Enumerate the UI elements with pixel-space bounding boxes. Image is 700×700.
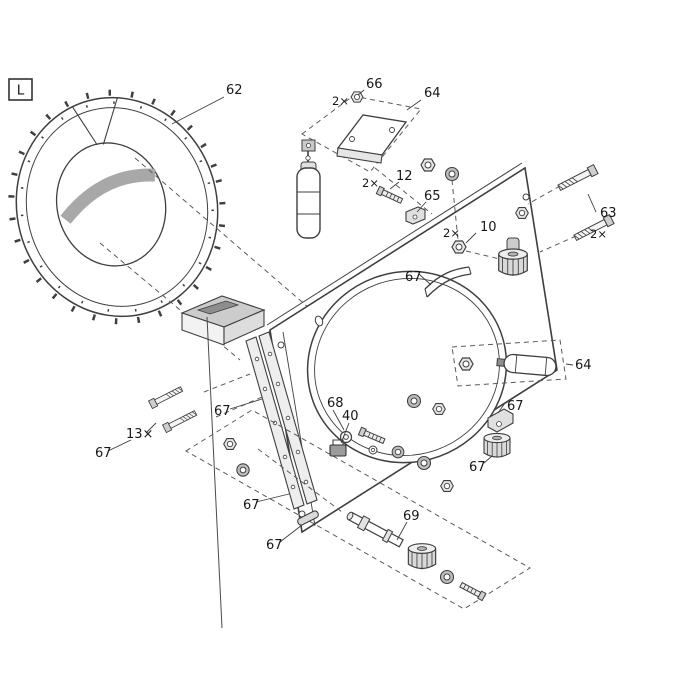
bolt-12-icon xyxy=(375,185,404,206)
dashed-box-shaft-assembly xyxy=(185,409,531,610)
nut-icon xyxy=(440,480,454,492)
washer-icon xyxy=(444,166,460,182)
washer-icon xyxy=(406,393,422,409)
cover-plate-64 xyxy=(336,114,408,164)
label-66-qty: 2× xyxy=(332,94,349,108)
label-67-rail2: 67 xyxy=(243,498,260,513)
label-13x-qty: 13× xyxy=(126,427,153,442)
label-64-right: 64 xyxy=(575,358,592,373)
label-12: 12 xyxy=(396,169,413,184)
part-labels: 62 66 2× 64 12 2× 65 63 2× 10 2× 67 64 6… xyxy=(95,77,617,553)
label-64-top: 64 xyxy=(424,86,441,101)
label-67-pin: 67 xyxy=(266,538,283,553)
mount-bracket xyxy=(180,295,266,629)
screw-13x-icon xyxy=(148,384,184,409)
label-63: 63 xyxy=(600,206,617,221)
nut-icon xyxy=(458,357,474,371)
label-62: 62 xyxy=(226,83,243,98)
bracket-67 xyxy=(487,408,514,433)
clamp-40 xyxy=(329,439,347,457)
float-switch xyxy=(296,139,321,239)
washer-icon xyxy=(391,445,405,459)
label-63-qty: 2× xyxy=(590,227,607,241)
damper-64 xyxy=(458,353,557,377)
nut-icon xyxy=(420,158,436,172)
nut-66-icon xyxy=(350,91,364,103)
panel-cut-line xyxy=(206,316,223,629)
assembly-axes-ring xyxy=(99,157,331,361)
screw-63-icon xyxy=(556,164,599,193)
shaft-69 xyxy=(346,511,487,602)
clip-65 xyxy=(405,206,426,225)
washer-icon xyxy=(236,463,250,477)
dashed-guides xyxy=(185,95,577,610)
label-12-qty: 2× xyxy=(362,176,379,190)
bolt-icon xyxy=(458,580,487,602)
pinion-gear-icon xyxy=(498,248,528,277)
label-67-rail: 67 xyxy=(214,404,231,419)
washer-icon xyxy=(416,455,432,471)
label-65: 65 xyxy=(424,189,441,204)
label-68: 68 xyxy=(327,396,344,411)
handle-67 xyxy=(424,266,472,298)
label-67-handle: 67 xyxy=(405,270,422,285)
leader-lines xyxy=(107,89,597,543)
nut-10-icon xyxy=(451,240,467,254)
label-67-screws: 67 xyxy=(95,446,112,461)
ring-gray-band xyxy=(60,168,156,224)
label-10-qty: 2× xyxy=(443,226,460,240)
label-69: 69 xyxy=(403,509,420,524)
gears xyxy=(483,237,528,459)
pinion-gear-icon xyxy=(407,543,437,570)
label-67-gear: 67 xyxy=(469,460,486,475)
light-ring-62 xyxy=(8,89,226,325)
plate-corner-nut-icon xyxy=(515,207,529,219)
nut-icon xyxy=(223,438,237,450)
screw-13x-icon xyxy=(162,408,198,433)
fasteners xyxy=(148,91,615,527)
nut-icon xyxy=(432,403,446,415)
frame-letter-label: L xyxy=(17,83,25,99)
washer-icon xyxy=(439,569,455,585)
label-10: 10 xyxy=(480,220,497,235)
label-67-bracket: 67 xyxy=(507,399,524,414)
label-40: 40 xyxy=(342,409,359,424)
pinion-gear-icon xyxy=(483,432,511,459)
label-66: 66 xyxy=(366,77,383,92)
frame-letter: L xyxy=(8,78,33,101)
dashed-box-damper-64 xyxy=(451,339,567,387)
mount-rails-67 xyxy=(245,331,318,510)
